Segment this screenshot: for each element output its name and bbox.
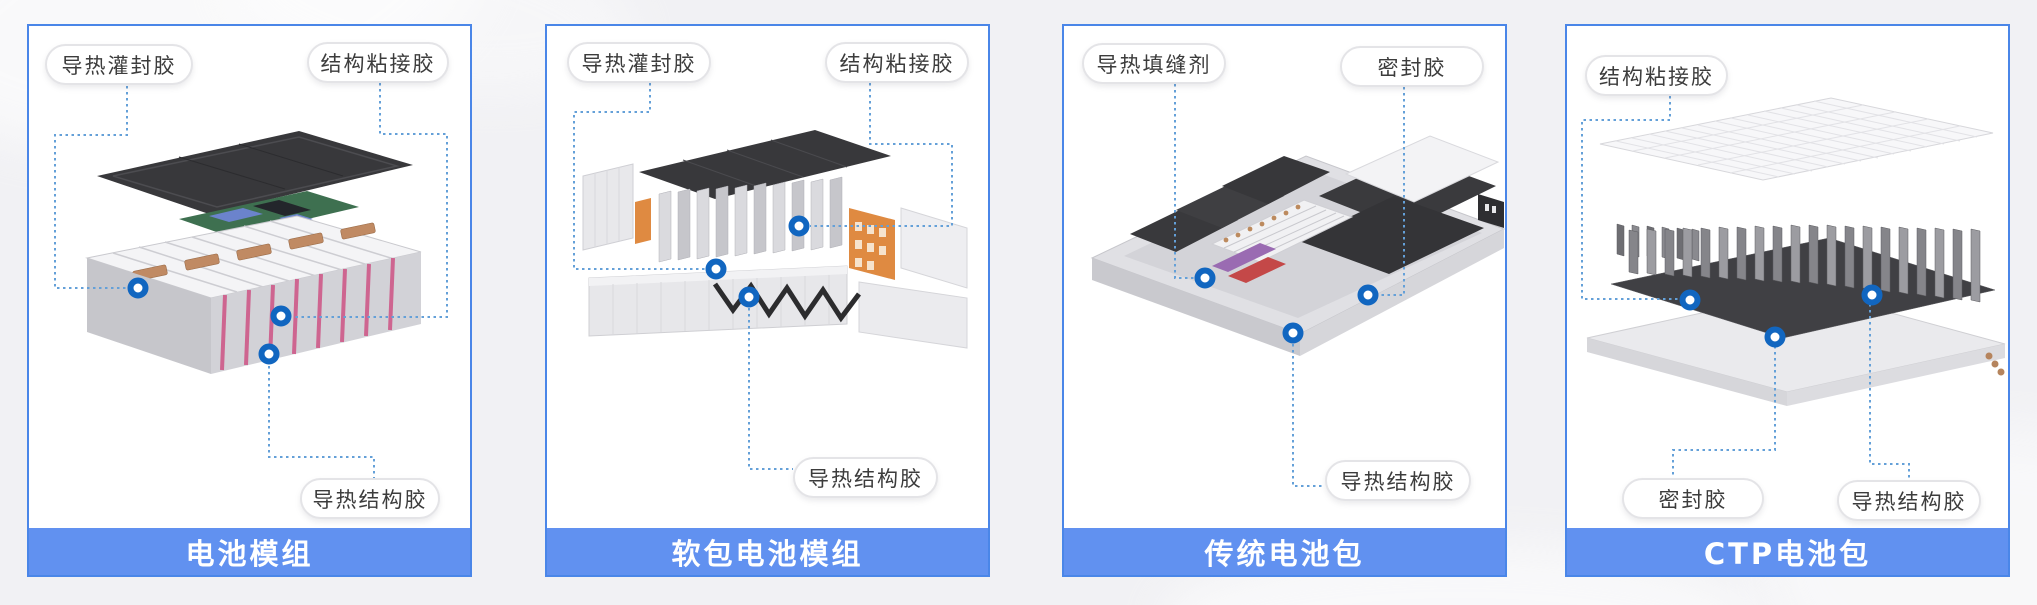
grid-cover-plate xyxy=(1599,97,1994,181)
callout-marker xyxy=(1357,284,1379,306)
label-pill: 密封胶 xyxy=(1622,478,1764,519)
callout-connector xyxy=(1174,84,1194,279)
label-pill: 导热结构胶 xyxy=(1837,480,1981,521)
pouch-cell-stack xyxy=(658,176,843,263)
panel-traditional-battery-pack: 导热填缝剂 密封胶 导热结构胶 传统电池包 xyxy=(1062,24,1507,577)
callout-connector xyxy=(1292,344,1325,487)
cell-fin-array xyxy=(1610,223,1996,339)
label-pill: 导热结构胶 xyxy=(300,478,440,519)
callout-marker xyxy=(1194,267,1216,289)
battery-module-illustration xyxy=(54,83,448,478)
label-pill: 结构粘接胶 xyxy=(307,42,449,83)
label-text: 结构粘接胶 xyxy=(320,51,436,76)
label-pill: 结构粘接胶 xyxy=(825,42,969,83)
label-pill: 导热灌封胶 xyxy=(567,42,711,83)
label-text: 导热结构胶 xyxy=(312,487,428,512)
label-text: 导热灌封胶 xyxy=(61,53,177,78)
callout-connector xyxy=(268,366,375,478)
panel-title: 软包电池模组 xyxy=(547,528,988,575)
exposed-cell-module xyxy=(1210,199,1354,283)
module-lid xyxy=(639,130,891,199)
label-pill: 导热结构胶 xyxy=(793,457,938,498)
label-text: 密封胶 xyxy=(1377,55,1447,80)
panel-pouch-battery-module: 导热灌封胶 结构粘接胶 导热结构胶 软包电池模组 xyxy=(545,24,990,577)
callout-marker xyxy=(1679,289,1701,311)
callout-marker xyxy=(258,343,280,365)
callout-connector xyxy=(573,83,705,270)
panel-title: 传统电池包 xyxy=(1064,528,1505,575)
module-side-panels xyxy=(582,163,651,251)
label-pill: 导热灌封胶 xyxy=(45,44,193,85)
callout-marker xyxy=(1282,322,1304,344)
pouch-module-illustration xyxy=(573,83,968,470)
label-text: 导热灌封胶 xyxy=(581,51,697,76)
bottom-tray xyxy=(588,265,968,349)
callout-connector xyxy=(810,83,953,227)
callout-marker xyxy=(1861,284,1883,306)
label-text: 结构粘接胶 xyxy=(839,51,955,76)
label-text: 密封胶 xyxy=(1658,487,1728,512)
right-side-panel xyxy=(900,207,968,289)
module-lid xyxy=(97,131,413,214)
pack-tray xyxy=(1586,289,2006,406)
ctp-pack-illustration xyxy=(1581,96,2006,480)
panel-battery-module: 导热灌封胶 结构粘接胶 导热结构胶 电池模组 xyxy=(27,24,472,577)
callout-marker xyxy=(705,258,727,280)
label-pill: 导热结构胶 xyxy=(1325,460,1471,501)
label-pill: 密封胶 xyxy=(1340,46,1484,87)
panel-title: CTP电池包 xyxy=(1567,528,2008,575)
callout-connector xyxy=(1869,304,1910,480)
callout-marker xyxy=(738,286,760,308)
label-pill: 导热填缝剂 xyxy=(1082,43,1226,84)
traditional-pack-illustration xyxy=(1090,84,1505,487)
label-text: 导热结构胶 xyxy=(1340,469,1456,494)
pack-connector xyxy=(1478,194,1504,228)
cell-blocks-left xyxy=(1130,156,1330,252)
panel-title: 电池模组 xyxy=(29,528,470,575)
label-text: 导热填缝剂 xyxy=(1096,52,1212,77)
module-body xyxy=(85,215,422,374)
callout-marker xyxy=(127,277,149,299)
pack-cover xyxy=(1344,135,1500,203)
label-text: 导热结构胶 xyxy=(1851,489,1967,514)
callout-connector xyxy=(54,86,128,289)
panel-ctp-battery-pack: 结构粘接胶 密封胶 导热结构胶 CTP电池包 xyxy=(1565,24,2010,577)
callout-marker xyxy=(270,305,292,327)
busbar-plate xyxy=(849,208,895,280)
label-text: 结构粘接胶 xyxy=(1599,64,1714,89)
callout-marker xyxy=(788,215,810,237)
spring-symbol xyxy=(712,281,861,323)
callout-connector xyxy=(748,308,793,470)
label-pill: 结构粘接胶 xyxy=(1585,55,1728,96)
callout-marker xyxy=(1764,326,1786,348)
label-text: 导热结构胶 xyxy=(808,466,923,491)
